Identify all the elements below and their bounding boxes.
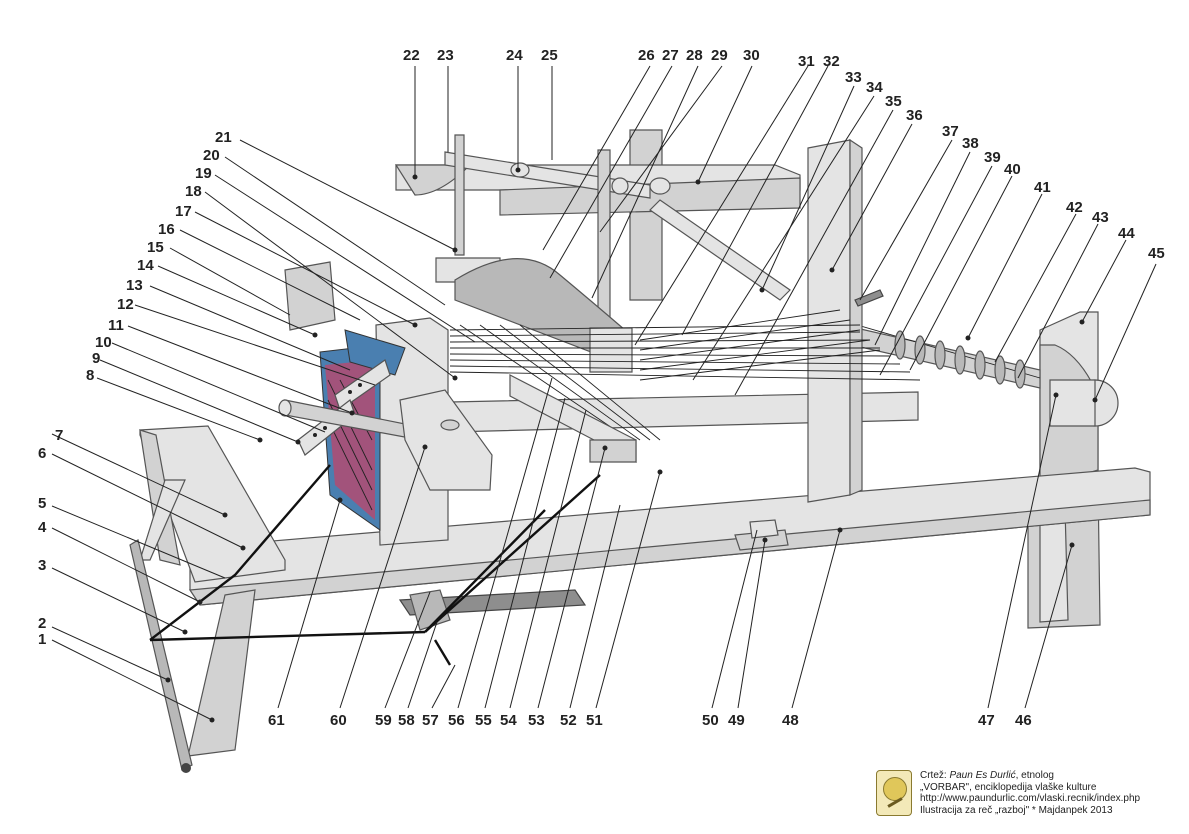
label-48: 48 <box>782 712 799 729</box>
label-10: 10 <box>95 334 112 351</box>
credits-author: Paun Es Durlić <box>949 770 1016 781</box>
label-26: 26 <box>638 47 655 64</box>
label-34: 34 <box>866 79 883 96</box>
label-61: 61 <box>268 712 285 729</box>
label-38: 38 <box>962 135 979 152</box>
label-42: 42 <box>1066 199 1083 216</box>
leader-lines <box>51 65 1157 721</box>
credits-box: Crtež: Paun Es Durlić, etnolog „VORBAR",… <box>876 770 1176 822</box>
label-19: 19 <box>195 165 212 182</box>
label-8: 8 <box>86 367 94 384</box>
label-41: 41 <box>1034 179 1051 196</box>
label-57: 57 <box>422 712 439 729</box>
label-33: 33 <box>845 69 862 86</box>
label-44: 44 <box>1118 225 1135 242</box>
label-32: 32 <box>823 53 840 70</box>
label-49: 49 <box>728 712 745 729</box>
credits-text: Crtež: Paun Es Durlić, etnolog „VORBAR",… <box>920 770 1140 816</box>
label-35: 35 <box>885 93 902 110</box>
label-23: 23 <box>437 47 454 64</box>
loom-illustration <box>129 129 1151 773</box>
credits-line-4: Ilustracija za reč „razboj" * Majdanpek … <box>920 804 1113 816</box>
label-2: 2 <box>38 615 46 632</box>
credits-line-3[interactable]: http://www.paundurlic.com/vlaski.recnik/… <box>920 793 1141 804</box>
label-20: 20 <box>203 147 220 164</box>
label-39: 39 <box>984 149 1001 166</box>
credits-line-1: Crtež: Paun Es Durlić, etnolog <box>920 770 1054 781</box>
label-46: 46 <box>1015 712 1032 729</box>
label-4: 4 <box>38 519 47 536</box>
label-45: 45 <box>1148 245 1165 262</box>
label-1: 1 <box>38 631 46 648</box>
label-25: 25 <box>541 47 558 64</box>
label-50: 50 <box>702 712 719 729</box>
label-5: 5 <box>38 495 46 512</box>
label-55: 55 <box>475 712 492 729</box>
label-13: 13 <box>126 277 143 294</box>
label-58: 58 <box>398 712 415 729</box>
vorbar-logo-icon <box>876 770 912 816</box>
label-59: 59 <box>375 712 392 729</box>
label-22: 22 <box>403 47 420 64</box>
leader-dots <box>165 167 1098 723</box>
label-54: 54 <box>500 712 517 729</box>
label-3: 3 <box>38 557 46 574</box>
label-24: 24 <box>506 47 523 64</box>
label-12: 12 <box>117 296 134 313</box>
label-53: 53 <box>528 712 545 729</box>
label-37: 37 <box>942 123 959 140</box>
label-40: 40 <box>1004 161 1021 178</box>
label-15: 15 <box>147 239 164 256</box>
part-numbers: 1 2 3 4 5 6 7 8 9 10 11 12 13 14 15 16 1… <box>38 47 1165 729</box>
label-31: 31 <box>798 53 815 70</box>
label-36: 36 <box>906 107 923 124</box>
label-17: 17 <box>175 203 192 220</box>
label-30: 30 <box>743 47 760 64</box>
label-27: 27 <box>662 47 679 64</box>
label-6: 6 <box>38 445 46 462</box>
label-14: 14 <box>137 257 154 274</box>
label-60: 60 <box>330 712 347 729</box>
label-28: 28 <box>686 47 703 64</box>
label-16: 16 <box>158 221 175 238</box>
label-21: 21 <box>215 129 232 146</box>
label-7: 7 <box>55 427 63 444</box>
label-47: 47 <box>978 712 995 729</box>
warp-beam-cloth <box>894 330 1026 389</box>
label-9: 9 <box>92 350 100 367</box>
credits-line-2: „VORBAR", enciklopedija vlaške kulture <box>920 781 1097 793</box>
label-11: 11 <box>108 317 124 334</box>
label-18: 18 <box>185 183 202 200</box>
label-29: 29 <box>711 47 728 64</box>
warp-threads <box>449 309 921 441</box>
label-51: 51 <box>586 712 603 729</box>
label-43: 43 <box>1092 209 1109 226</box>
label-52: 52 <box>560 712 577 729</box>
label-56: 56 <box>448 712 465 729</box>
